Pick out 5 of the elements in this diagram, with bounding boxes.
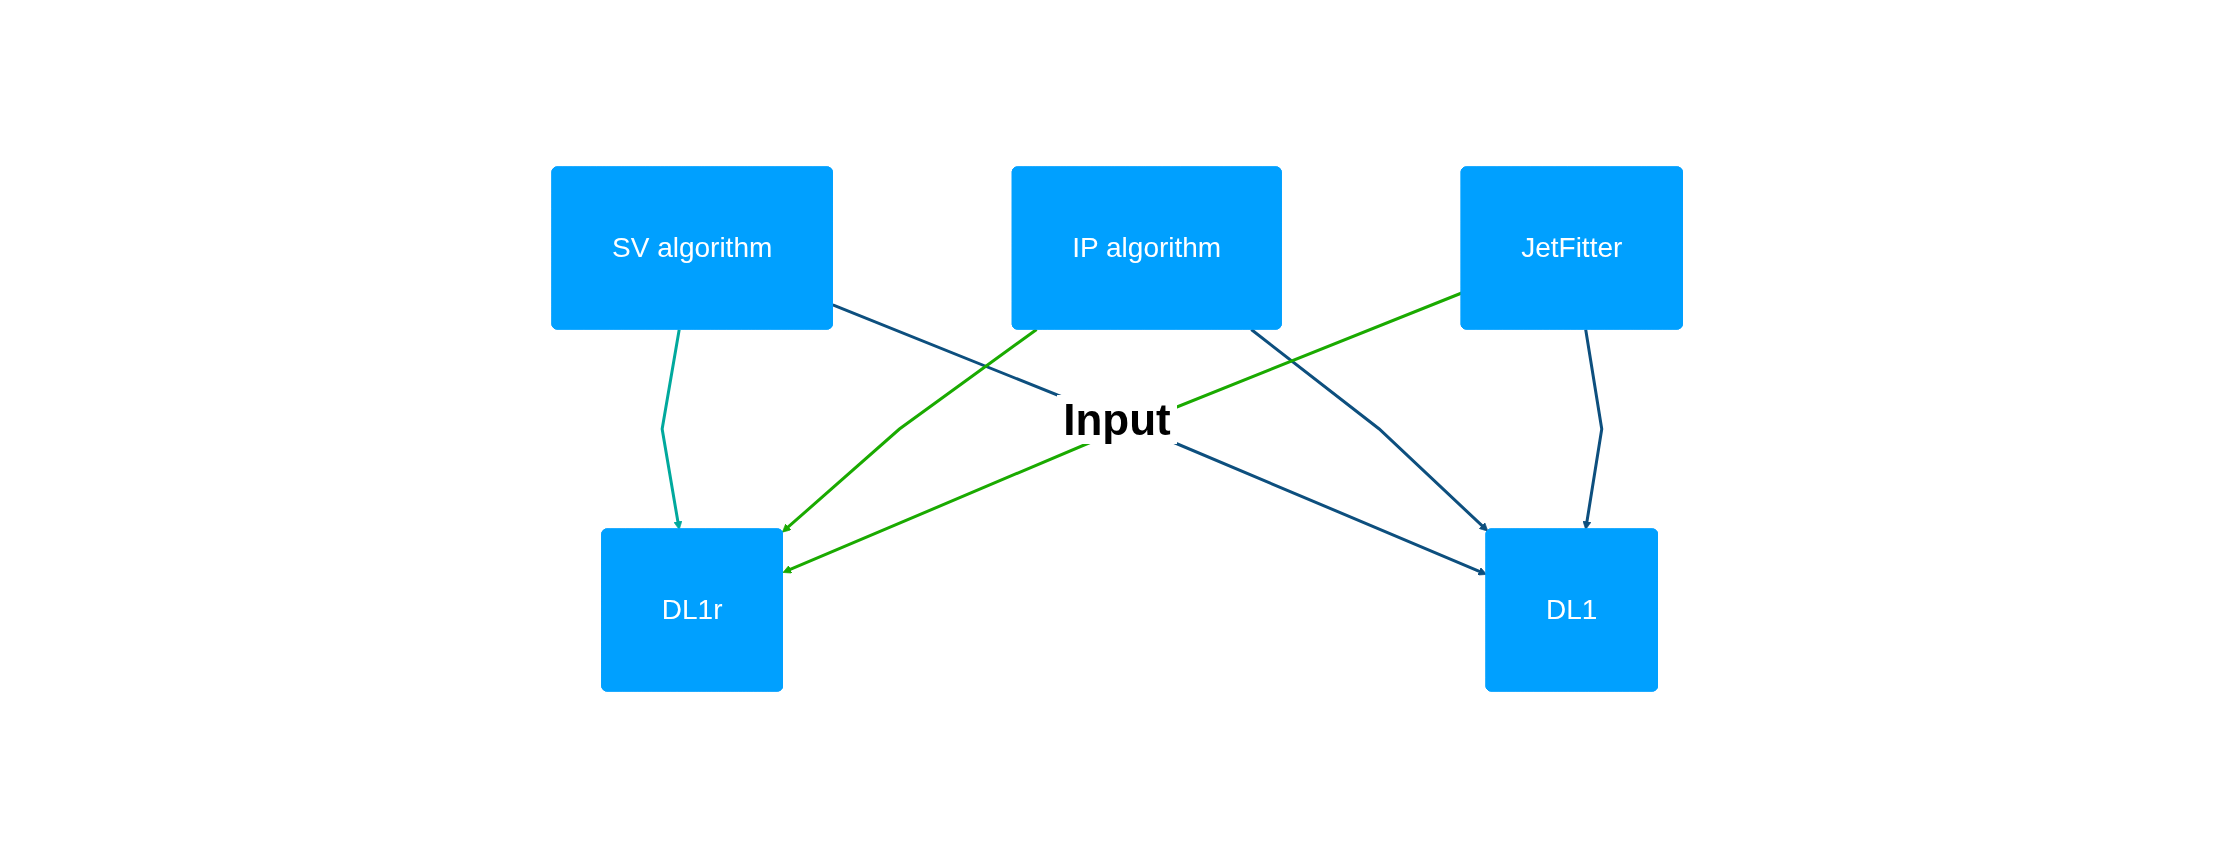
arrow [1582,329,1604,530]
arrow [1250,328,1489,532]
input-label: Input [1057,395,1177,444]
arrow [660,329,683,530]
arrow [781,328,1038,533]
